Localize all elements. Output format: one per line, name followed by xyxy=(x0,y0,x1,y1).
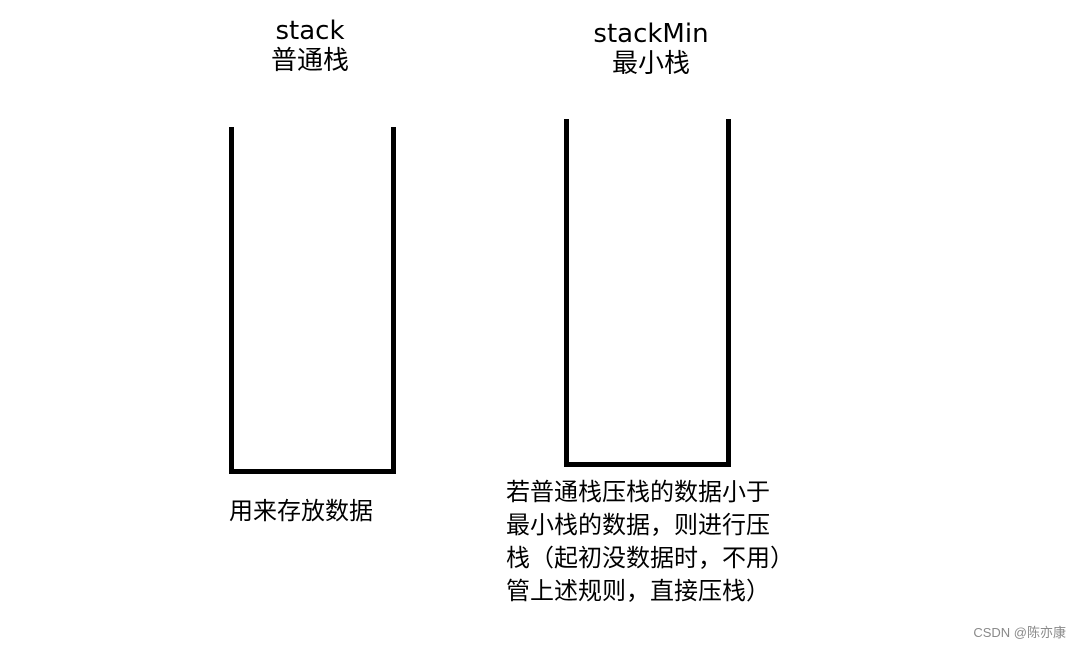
stack-title: stack 普通栈 xyxy=(230,16,390,76)
min-stack-description: 若普通栈压栈的数据小于 最小栈的数据，则进行压 栈（起初没数据时，不用） 管上述… xyxy=(506,476,794,608)
stackmin-name-label: stackMin xyxy=(593,19,709,49)
stackmin-subtitle-label: 最小栈 xyxy=(611,49,690,79)
min-stack-description-line: 栈（起初没数据时，不用） xyxy=(506,544,794,572)
normal-stack-container xyxy=(229,127,396,474)
min-stack-description-line: 若普通栈压栈的数据小于 xyxy=(506,478,770,506)
min-stack-container xyxy=(564,119,731,467)
normal-stack-description: 用来存放数据 xyxy=(229,495,373,528)
min-stack-description-line: 最小栈的数据，则进行压 xyxy=(506,511,770,539)
stackmin-title: stackMin 最小栈 xyxy=(571,19,731,79)
stack-name-label: stack xyxy=(275,16,345,46)
stack-subtitle-label: 普通栈 xyxy=(270,46,349,76)
normal-stack-description-line: 用来存放数据 xyxy=(229,497,373,525)
csdn-watermark: CSDN @陈亦康 xyxy=(973,625,1066,640)
min-stack-description-line: 管上述规则，直接压栈） xyxy=(506,577,770,605)
